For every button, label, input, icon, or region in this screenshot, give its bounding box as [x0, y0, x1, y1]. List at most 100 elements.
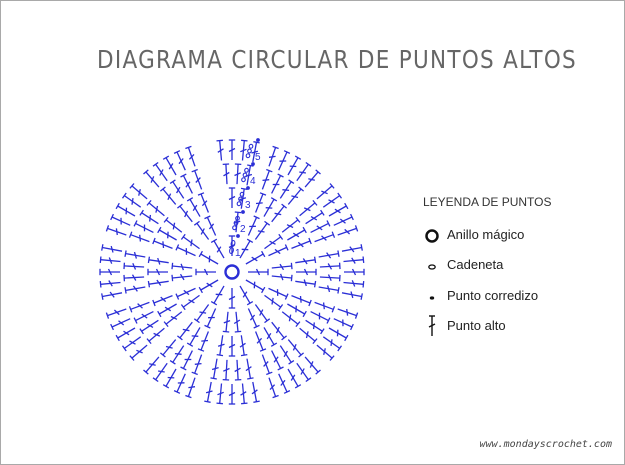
chain-stitch — [239, 191, 245, 197]
double-crochet-stitch — [322, 192, 343, 208]
double-crochet-stitch — [264, 294, 284, 311]
round-number-5: 5 — [255, 152, 261, 163]
double-crochet-stitch — [169, 345, 185, 365]
double-crochet-stitch — [261, 354, 273, 376]
double-crochet-stitch — [157, 303, 177, 318]
double-crochet-stitch — [263, 327, 278, 347]
double-crochet-stitch — [186, 197, 201, 217]
double-crochet-stitch — [268, 244, 289, 257]
double-crochet-stitch — [304, 356, 321, 375]
double-crochet-stitch — [343, 256, 365, 264]
double-crochet-stitch — [271, 321, 288, 341]
double-crochet-stitch — [147, 279, 169, 288]
double-crochet-stitch — [128, 231, 150, 243]
chain-stitch — [235, 215, 240, 221]
double-crochet-stitch — [287, 339, 305, 358]
double-crochet-stitch — [314, 301, 336, 313]
chain-stitch — [245, 153, 251, 159]
double-crochet-stitch — [254, 192, 267, 213]
double-crochet-stitch — [195, 268, 216, 276]
double-crochet-stitch — [129, 183, 148, 200]
double-crochet-stitch — [318, 285, 340, 294]
double-crochet-stitch — [124, 285, 146, 294]
double-crochet-stitch — [296, 161, 312, 182]
double-crochet-stitch — [175, 287, 196, 300]
double-crochet-stitch — [304, 169, 321, 188]
double-crochet-stitch — [180, 173, 193, 194]
chain-stitch — [241, 177, 246, 183]
double-crochet-stitch — [271, 262, 293, 271]
double-crochet-stitch — [233, 311, 242, 333]
double-crochet-stitch — [128, 301, 150, 313]
double-crochet-stitch — [115, 327, 136, 342]
double-crochet-stitch — [191, 354, 203, 376]
double-crochet-stitch — [271, 203, 288, 223]
double-crochet-stitch — [240, 383, 248, 405]
slip-stitch — [256, 138, 260, 142]
double-crochet-stitch — [287, 368, 302, 389]
double-crochet-stitch — [162, 368, 177, 389]
double-crochet-stitch — [287, 303, 307, 318]
website-url: www.mondayscrochet.com — [479, 439, 612, 450]
double-crochet-stitch — [245, 279, 266, 294]
double-crochet-stitch — [271, 350, 284, 371]
double-crochet-stitch — [271, 273, 293, 282]
double-crochet-stitch — [318, 250, 340, 259]
double-crochet-stitch — [191, 168, 203, 190]
double-crochet-stitch — [271, 173, 284, 194]
double-crochet-stitch — [254, 331, 267, 352]
double-crochet-stitch — [173, 373, 186, 394]
chain-stitch — [229, 247, 234, 254]
double-crochet-stitch — [99, 256, 121, 264]
double-crochet-stitch — [287, 155, 302, 176]
double-crochet-stitch — [193, 220, 210, 240]
chain-stitch — [242, 172, 248, 178]
double-crochet-stitch — [123, 262, 145, 270]
double-crochet-stitch — [248, 268, 269, 276]
double-crochet-stitch — [124, 250, 146, 259]
double-crochet-stitch — [152, 161, 168, 182]
double-crochet-stitch — [216, 335, 225, 357]
double-crochet-stitch — [143, 169, 160, 188]
double-crochet-stitch — [152, 294, 173, 307]
double-crochet-stitch — [228, 336, 236, 357]
double-crochet-stitch — [163, 216, 183, 233]
double-crochet-stitch — [296, 362, 312, 383]
double-crochet-stitch — [210, 358, 219, 380]
double-crochet-stitch — [180, 233, 200, 250]
diagram-title: DIAGRAMA CIRCULAR DE PUNTOS ALTOS — [97, 45, 577, 74]
double-crochet-stitch — [295, 256, 317, 265]
double-crochet-stitch — [295, 279, 317, 288]
double-crochet-stitch — [133, 220, 154, 233]
double-crochet-stitch — [157, 226, 177, 241]
double-crochet-stitch — [204, 215, 217, 236]
double-crochet-stitch — [343, 280, 365, 288]
slip-stitch — [241, 210, 245, 214]
double-crochet-stitch — [133, 311, 154, 324]
double-crochet-stitch — [147, 256, 169, 265]
double-crochet-stitch — [99, 280, 121, 288]
slip-stitch — [246, 186, 250, 190]
double-crochet-stitch — [268, 145, 279, 167]
double-crochet-stitch — [299, 199, 318, 217]
double-crochet-stitch — [228, 384, 236, 405]
double-crochet-stitch — [152, 237, 173, 250]
double-crochet-stitch — [146, 199, 165, 217]
double-crochet-stitch — [185, 377, 196, 399]
legend-title: LEYENDA DE PUNTOS — [423, 195, 552, 209]
double-crochet-stitch — [139, 319, 159, 335]
double-crochet-stitch — [176, 203, 193, 223]
double-crochet-stitch — [337, 308, 359, 319]
double-crochet-stitch — [121, 336, 142, 352]
double-crochet-stitch — [169, 179, 185, 199]
magic-ring — [224, 264, 240, 280]
double-crochet-stitch — [121, 192, 142, 208]
double-crochet-stitch — [333, 213, 354, 226]
double-crochet-stitch — [159, 186, 177, 205]
double-crochet-stitch — [101, 291, 123, 300]
double-crochet-stitch — [333, 318, 354, 331]
double-crochet-stitch — [162, 155, 177, 176]
double-crochet-stitch — [115, 202, 136, 217]
round-number-1: 1 — [235, 248, 241, 259]
double-crochet-stitch — [147, 268, 168, 276]
